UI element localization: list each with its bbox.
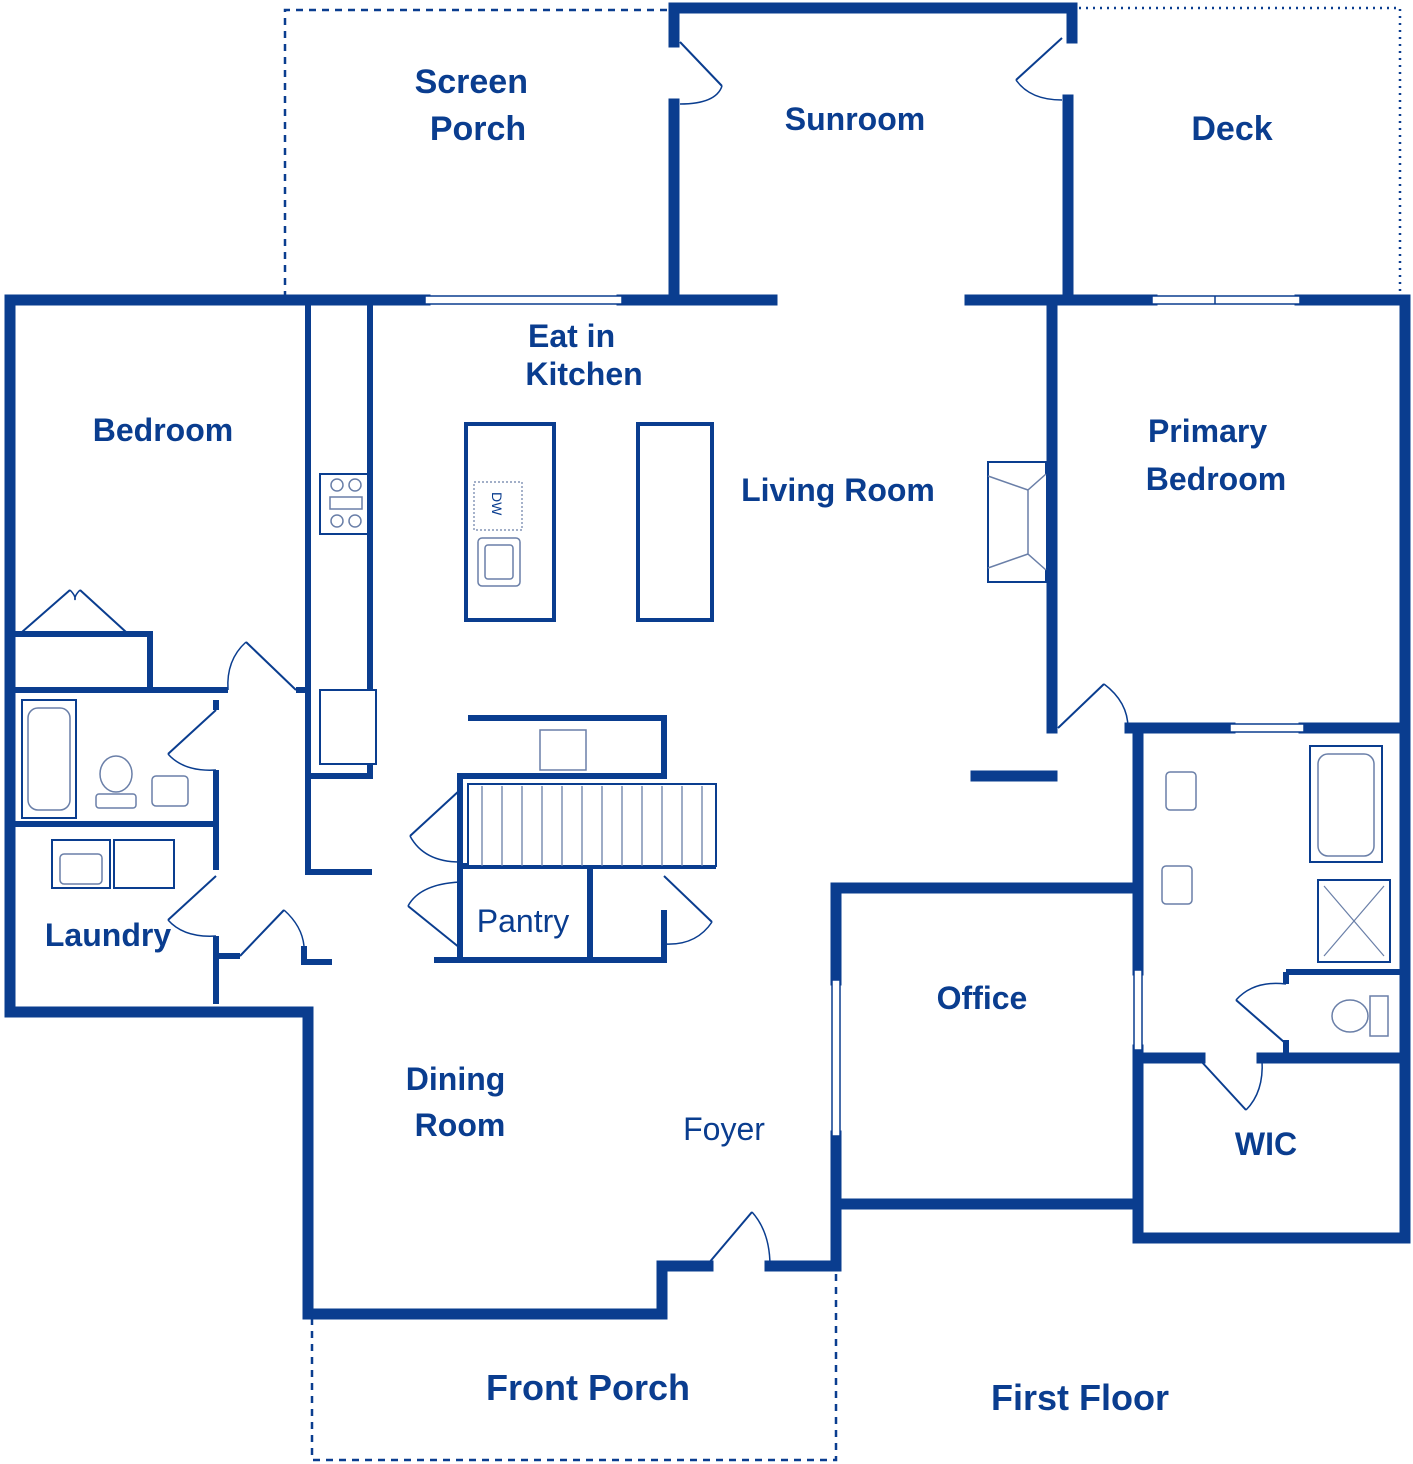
office-label: Office — [937, 980, 1028, 1016]
kitchen-range — [319, 473, 369, 535]
washer-dryer — [51, 839, 175, 889]
dishwasher-label: DW — [489, 492, 505, 516]
wic-label: WIC — [1235, 1126, 1297, 1162]
deck-outline — [1072, 6, 1402, 298]
doors — [21, 37, 1287, 1267]
fireplace — [987, 461, 1047, 583]
front-porch-label: Front Porch — [486, 1367, 690, 1408]
bedroom-label: Bedroom — [93, 412, 233, 448]
laundry-label: Laundry — [45, 917, 171, 953]
primary-bedroom-label: Primary Bedroom — [1146, 413, 1286, 497]
pantry-label: Pantry — [477, 903, 569, 939]
refrigerator — [319, 689, 377, 765]
deck-label: Deck — [1191, 110, 1272, 148]
living-room-label: Living Room — [741, 472, 935, 508]
screen-porch-label: Screen Porch — [415, 63, 538, 148]
hall-bath-fixtures — [21, 699, 189, 819]
windows — [424, 295, 1305, 1137]
kitchen-counter — [636, 422, 714, 622]
staircase — [467, 783, 717, 867]
screen-porch-outline — [283, 8, 672, 298]
stair-closet-shelf — [539, 729, 587, 771]
exterior-walls — [4, 2, 1411, 1320]
front-porch-outline — [310, 1268, 838, 1462]
eat-in-kitchen-label: Eat in Kitchen — [525, 318, 642, 392]
primary-bath-fixtures — [1161, 745, 1391, 1037]
floor-title: First Floor — [991, 1377, 1169, 1418]
sunroom-label: Sunroom — [785, 101, 925, 137]
interior-walls — [14, 294, 1411, 1210]
kitchen-island — [464, 422, 556, 622]
foyer-label: Foyer — [683, 1111, 765, 1147]
dining-room-label: Dining Room — [406, 1061, 514, 1143]
